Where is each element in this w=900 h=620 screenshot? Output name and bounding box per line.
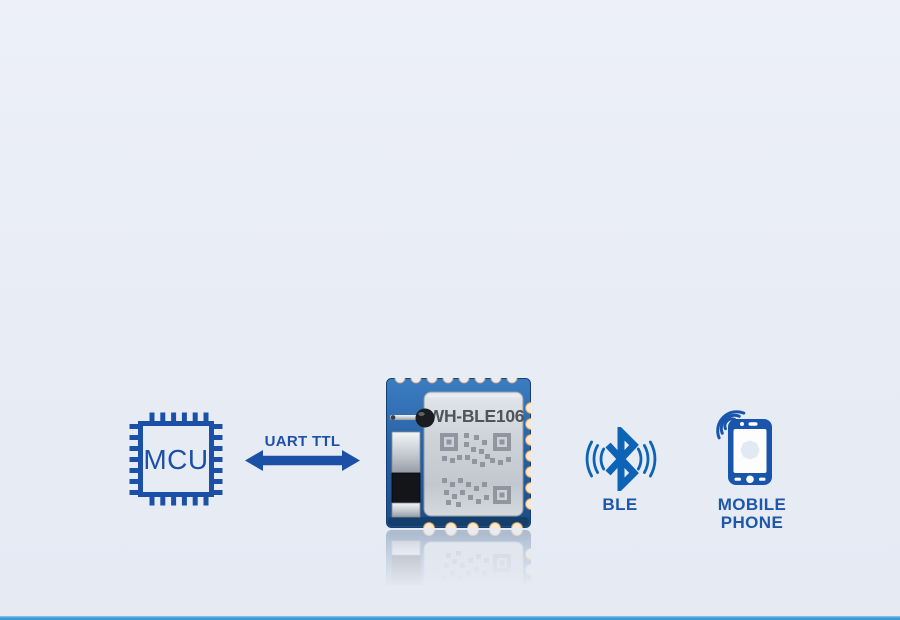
mcu-chip-icon: MCU: [129, 412, 223, 506]
screen-gear-icon: [740, 440, 760, 460]
module-qr-code: [440, 433, 511, 507]
radio-waves-right: [636, 440, 657, 478]
mobile-phone-label: MOBILE PHONE: [717, 495, 787, 532]
uart-ttl-label: UART TTL: [264, 433, 341, 450]
smartphone-icon: [716, 410, 772, 485]
footer-accent-bar: [0, 616, 900, 620]
ble-module: WH-BLE106: [386, 372, 537, 534]
module-qr-code: [440, 551, 511, 620]
module-model-label: WH-BLE106: [428, 406, 525, 426]
mcu-label: MCU: [143, 444, 208, 475]
ble-module-reflection: WH-BLE106: [386, 524, 537, 620]
signal-waves-icon: [716, 410, 746, 440]
double-arrow-icon: [245, 450, 360, 471]
radio-waves-left: [585, 440, 606, 478]
module-antenna: [391, 540, 421, 620]
ble-label: BLE: [602, 495, 638, 514]
bluetooth-icon: [585, 427, 657, 491]
module-antenna: [390, 408, 435, 518]
